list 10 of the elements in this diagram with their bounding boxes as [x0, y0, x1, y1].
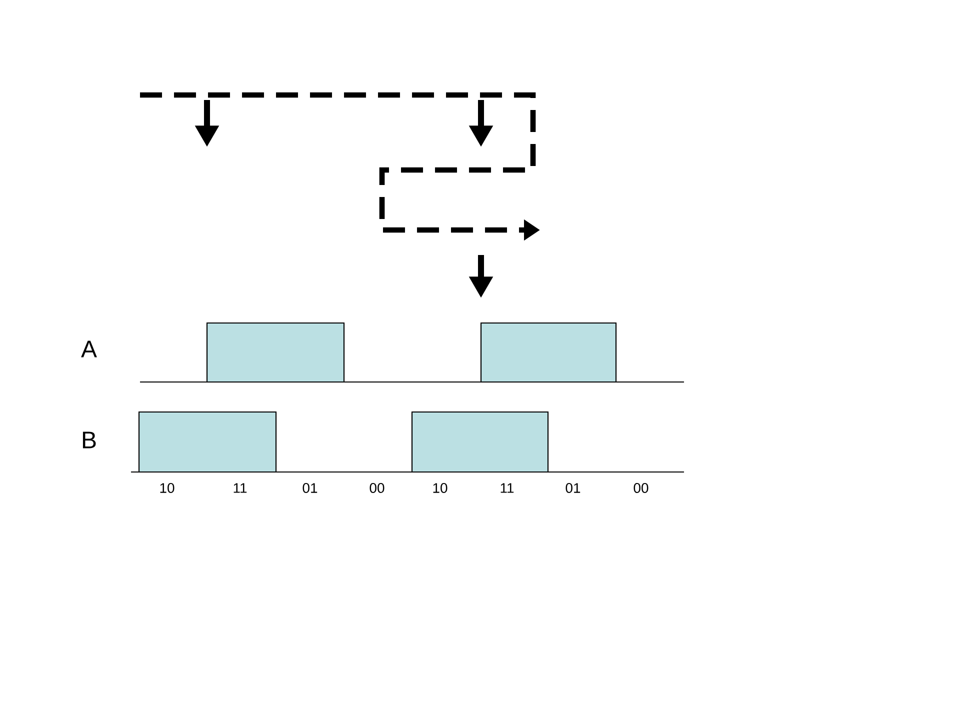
pulse [480, 322, 617, 383]
state-code: 00 [634, 483, 648, 493]
pulse [138, 411, 277, 473]
pulse [206, 322, 345, 383]
state-code: 01 [302, 483, 318, 493]
signal-name: B [82, 432, 96, 448]
pulse [411, 411, 549, 473]
signal-name: A [81, 340, 97, 358]
state-code: 01 [566, 483, 580, 493]
state-code: 00 [370, 483, 384, 493]
